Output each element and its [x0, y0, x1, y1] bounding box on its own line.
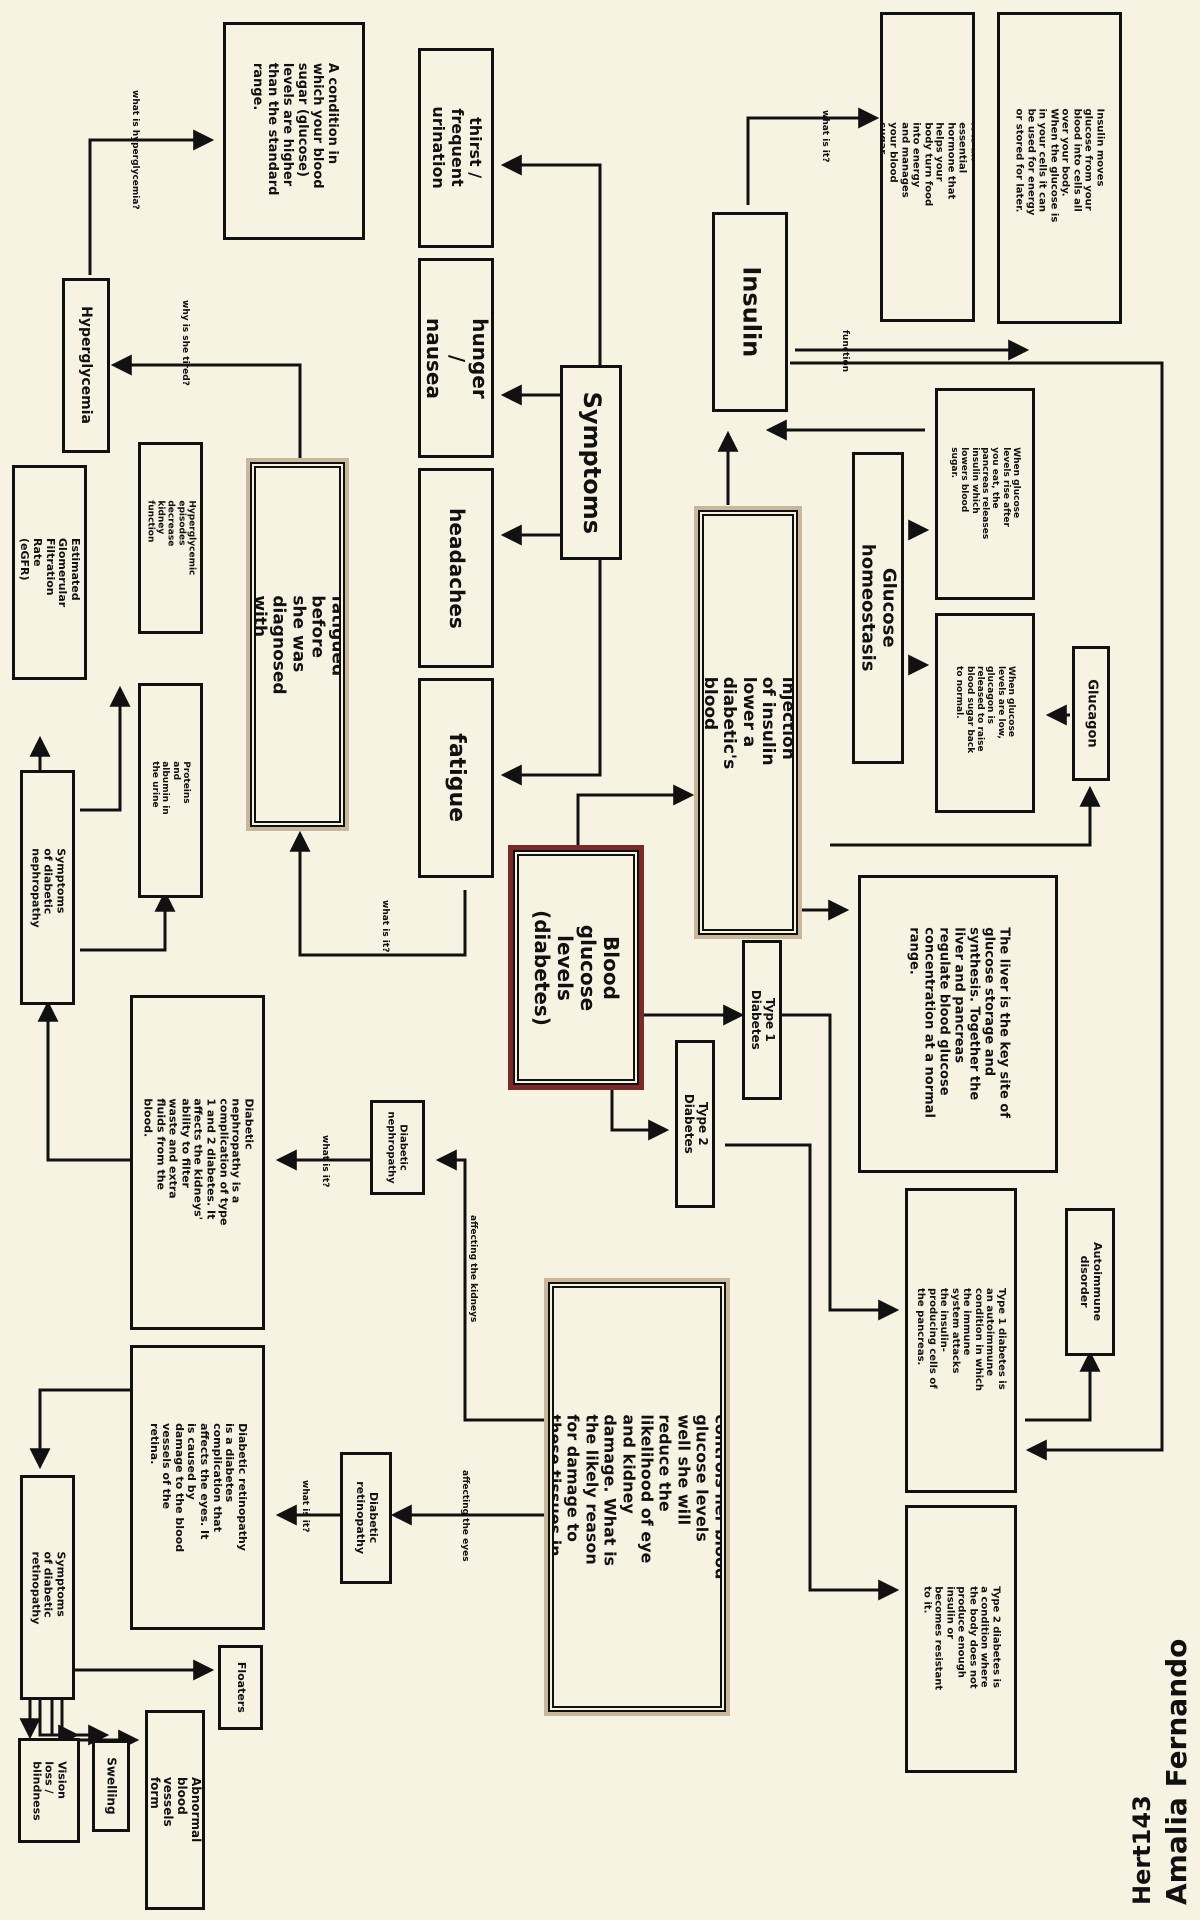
- thirst-text: thirst / frequent urination: [428, 106, 485, 190]
- blood-glucose-text: Blood glucose levels (diabetes): [530, 909, 624, 1026]
- floaters-box[interactable]: Floaters: [218, 1645, 263, 1730]
- headaches-text: headaches: [444, 507, 469, 629]
- how-insulin-node[interactable]: How does the injection of insulin lower …: [698, 510, 798, 935]
- retinopathy-description-box[interactable]: Diabetic retinopathy is a diabetes compl…: [130, 1345, 265, 1630]
- glucose-homeostasis-node[interactable]: Glucose homeostasis: [852, 452, 904, 764]
- label-what-is-retinopathy: what is it?: [300, 1480, 310, 1533]
- egfr-text: Estimated Glomerular Filtration Rate (eG…: [18, 537, 83, 608]
- label-affecting-kidneys: affecting the kidneys: [468, 1215, 478, 1323]
- label-function: function: [840, 330, 850, 373]
- floaters-text: Floaters: [234, 1662, 248, 1713]
- type2-description-text: Type 2 diabetes is a condition where the…: [921, 1586, 1002, 1690]
- hyperglycemia-definition[interactable]: A condition in which your blood sugar (g…: [223, 22, 365, 240]
- proteins-text: Proteins and albumin in the urine: [150, 761, 192, 815]
- nephropathy-description-box[interactable]: Diabetic nephropathy is a complication o…: [130, 995, 265, 1330]
- abnormal-vessels-text: Abnormal blood vessels form: [148, 1777, 204, 1843]
- hyperglycemia-definition-text: A condition in which your blood sugar (g…: [250, 63, 340, 196]
- autoimmune-text: Autoimmune disorder: [1078, 1242, 1104, 1322]
- symptoms-node[interactable]: Symptoms: [560, 365, 622, 560]
- liver-text: The liver is the key site of glucose sto…: [906, 927, 1012, 1118]
- homeostasis-high-text: When glucose levels rise after you eat, …: [949, 447, 1022, 539]
- betty-control-text: If Dr. Betty controls her blood glucose …: [548, 1414, 726, 1580]
- homeostasis-high-box[interactable]: When glucose levels rise after you eat, …: [935, 388, 1035, 600]
- nephropathy-description-text: Diabetic nephropathy is a complication o…: [141, 1097, 256, 1226]
- diabetic-retinopathy-text: Diabetic retinopathy: [354, 1481, 380, 1555]
- insulin-node[interactable]: Insulin: [712, 212, 788, 412]
- egfr-box[interactable]: Estimated Glomerular Filtration Rate (eG…: [12, 465, 87, 680]
- label-what-is-nephropathy: what is it?: [320, 1135, 330, 1188]
- hunger-nausea-text: hunger / nausea: [421, 317, 492, 399]
- how-insulin-text: How does the injection of insulin lower …: [698, 676, 798, 769]
- swelling-box[interactable]: Swelling: [92, 1740, 130, 1832]
- diabetic-retinopathy-node[interactable]: Diabetic retinopathy: [340, 1452, 392, 1584]
- homeostasis-low-box[interactable]: When glucose levels are low, glucagon is…: [935, 613, 1035, 813]
- nephropathy-symptoms-text: Symptoms of diabetic nephropathy: [29, 847, 68, 928]
- hyper-levels-box[interactable]: Hyperglycemic episodes decrease kidney f…: [138, 442, 203, 634]
- label-what-is-hyperglycemia: what is hyperglycemia?: [130, 90, 140, 210]
- insulin-function-box[interactable]: It is an essential hormone that helps yo…: [880, 12, 975, 322]
- headaches-node[interactable]: headaches: [418, 468, 494, 668]
- diabetic-nephropathy-node[interactable]: Diabetic nephropathy: [370, 1100, 425, 1195]
- insulin-function-text: It is an essential hormone that helps yo…: [880, 122, 975, 207]
- hyperglycemia-node[interactable]: Hyperglycemia: [62, 278, 110, 453]
- diabetic-nephropathy-text: Diabetic nephropathy: [386, 1111, 410, 1184]
- type1-node[interactable]: Type 1 Diabetes: [742, 940, 782, 1100]
- type2-node[interactable]: Type 2 Diabetes: [675, 1040, 715, 1208]
- retinopathy-symptoms-node[interactable]: Symptoms of diabetic retinopathy: [20, 1475, 75, 1700]
- label-affecting-eyes: affecting the eyes: [460, 1470, 470, 1562]
- type1-description-text: Type 1 diabetes is an autoimmune conditi…: [915, 1287, 1008, 1391]
- retinopathy-description-text: Diabetic retinopathy is a diabetes compl…: [147, 1423, 250, 1553]
- betty-tired-node[interactable]: Dr. Betty often felt fatigued before she…: [250, 462, 345, 827]
- proteins-box[interactable]: Proteins and albumin in the urine: [138, 683, 203, 898]
- fatigue-text: fatigue: [443, 733, 469, 823]
- hyper-levels-text: Hyperglycemic episodes decrease kidney f…: [144, 500, 197, 576]
- vision-loss-text: Vision loss / blindness: [30, 1760, 69, 1821]
- retinopathy-symptoms-text: Symptoms of diabetic retinopathy: [29, 1551, 68, 1624]
- type2-description-box[interactable]: Type 2 diabetes is a condition where the…: [905, 1505, 1017, 1773]
- label-what-is-it-insulin: what is it?: [820, 110, 830, 163]
- glucagon-node[interactable]: Glucagon: [1072, 646, 1110, 781]
- glucagon-text: Glucagon: [1084, 679, 1100, 748]
- label-fatigue-link: what is it?: [380, 900, 390, 953]
- type1-text: Type 1 Diabetes: [749, 990, 777, 1050]
- swelling-text: Swelling: [104, 1757, 119, 1815]
- liver-box[interactable]: The liver is the key site of glucose sto…: [858, 875, 1058, 1173]
- blood-glucose-node[interactable]: Blood glucose levels (diabetes): [513, 850, 639, 1085]
- homeostasis-low-text: When glucose levels are low, glucagon is…: [954, 666, 1017, 754]
- symptoms-text: Symptoms: [577, 391, 606, 534]
- hunger-nausea-node[interactable]: hunger / nausea: [418, 258, 494, 458]
- insulin-how-text: Insulin moves glucose from your blood in…: [1014, 108, 1106, 223]
- author-id: Hert143: [1128, 1795, 1156, 1905]
- insulin-text: Insulin: [736, 266, 765, 358]
- type2-text: Type 2 Diabetes: [682, 1094, 710, 1154]
- hyperglycemia-text: Hyperglycemia: [78, 306, 95, 425]
- author-name: Amalia Fernando: [1160, 1638, 1193, 1905]
- type1-description-box[interactable]: Type 1 diabetes is an autoimmune conditi…: [905, 1188, 1017, 1493]
- fatigue-node[interactable]: fatigue: [418, 678, 494, 878]
- betty-tired-text: Dr. Betty often felt fatigued before she…: [250, 594, 345, 695]
- vision-loss-box[interactable]: Vision loss / blindness: [18, 1738, 80, 1843]
- abnormal-vessels-box[interactable]: Abnormal blood vessels form: [145, 1710, 205, 1910]
- nephropathy-symptoms-node[interactable]: Symptoms of diabetic nephropathy: [20, 770, 75, 1005]
- label-why-tired: why is she tired?: [180, 300, 190, 386]
- thirst-node[interactable]: thirst / frequent urination: [418, 48, 494, 248]
- glucose-homeostasis-text: Glucose homeostasis: [858, 544, 900, 672]
- insulin-how-box[interactable]: Insulin moves glucose from your blood in…: [997, 12, 1122, 324]
- betty-control-node[interactable]: If Dr. Betty controls her blood glucose …: [548, 1282, 726, 1712]
- autoimmune-node[interactable]: Autoimmune disorder: [1065, 1208, 1115, 1356]
